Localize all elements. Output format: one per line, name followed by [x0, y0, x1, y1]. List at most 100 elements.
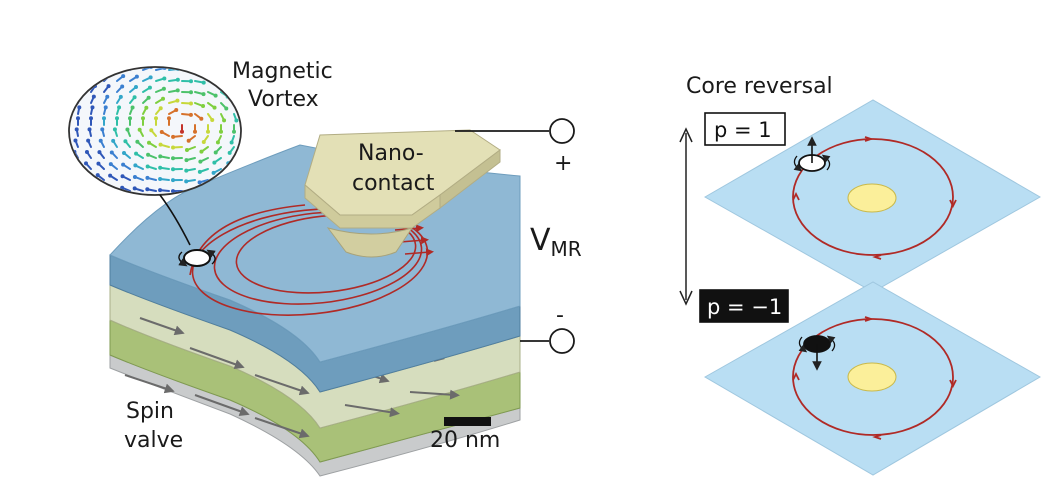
inset-spin-arrowhead — [214, 70, 219, 75]
inset-spin-arrowhead — [159, 129, 164, 134]
inset-spin-arrow — [72, 162, 79, 170]
inset-spin-arrowhead — [135, 139, 140, 144]
inset-spin-arrowhead — [224, 106, 229, 111]
inset-spin-arrowhead — [89, 116, 93, 121]
inset-spin-arrowhead — [82, 184, 87, 189]
vortex-core-marker — [178, 249, 216, 267]
inset-spin-arrowhead — [201, 139, 206, 144]
inset-spin-arrowhead — [141, 116, 145, 121]
label-core-reversal: Core reversal — [686, 74, 833, 99]
vortex-inset — [58, 62, 242, 246]
inset-spin-arrowhead — [60, 150, 64, 154]
inset-spin-arrowhead — [83, 172, 88, 177]
inset-spin-arrowhead — [226, 71, 231, 76]
inset-spin-arrowhead — [158, 177, 163, 182]
inset-spin-arrowhead — [146, 140, 151, 145]
inset-spin-arrow — [64, 129, 65, 136]
inset-spin-arrowhead — [70, 83, 71, 88]
inset-spin-arrowhead — [199, 149, 204, 154]
inset-spin-arrowhead — [212, 105, 217, 110]
inset-spin-arrow — [194, 69, 205, 73]
inset-spin-arrowhead — [222, 118, 227, 123]
inset-spin-arrowhead — [201, 92, 206, 97]
inset-spin-arrow — [77, 68, 85, 71]
inset-spin-arrowhead — [161, 86, 166, 91]
inset-spin-arrowhead — [70, 172, 75, 177]
inset-spin-arrowhead — [158, 188, 163, 193]
inset-spin-arrowhead — [149, 128, 154, 133]
inset-spin-arrowhead — [212, 160, 217, 165]
inset-spin-arrow — [116, 68, 125, 71]
inset-spin-arrowhead — [125, 127, 130, 132]
inset-spin-arrowhead — [171, 145, 176, 150]
inset-spin-arrowhead — [121, 162, 126, 167]
inset-spin-arrowhead — [86, 138, 91, 143]
inset-spin-arrow — [71, 173, 79, 181]
inset-spin-arrowhead — [106, 84, 111, 89]
inset-spin-arrowhead — [232, 129, 236, 134]
inset-spin-arrowhead — [120, 174, 125, 179]
inset-spin-arrowhead — [158, 106, 163, 111]
inset-spin-arrowhead — [68, 62, 72, 66]
inset-spin-arrow — [220, 80, 230, 86]
inset-spin-arrow — [70, 74, 71, 82]
inset-spin-arrowhead — [237, 95, 240, 100]
inset-spin-arrowhead — [146, 152, 151, 157]
label-vmr: VMR — [530, 223, 582, 261]
inset-spin-arrowhead — [65, 94, 69, 98]
inset-spin-arrowhead — [145, 164, 150, 169]
inset-spin-arrowhead — [120, 185, 125, 190]
inset-spin-arrowhead — [188, 101, 193, 106]
inset-spin-arrowhead — [215, 140, 220, 145]
inset-spin-arrowhead — [84, 149, 89, 154]
inset-spin-arrowhead — [229, 140, 234, 145]
inset-spin-arrowhead — [199, 116, 204, 121]
inset-spin-arrowhead — [63, 116, 67, 120]
inset-spin-arrowhead — [79, 83, 84, 88]
inset-spin-arrow — [83, 185, 92, 192]
inset-spin-arrowhead — [146, 95, 151, 100]
inset-spin-arrowhead — [98, 138, 103, 143]
inset-spin-arrowhead — [93, 73, 98, 78]
inset-spin-arrowhead — [123, 139, 128, 144]
p-minus-box — [699, 289, 789, 323]
label-nano: Nano- — [358, 141, 424, 166]
inset-spin-arrow — [77, 74, 84, 82]
inset-spin-arrowhead — [197, 180, 202, 185]
inset-spin-arrowhead — [122, 64, 126, 68]
inset-spin-arrowhead — [158, 154, 163, 159]
inset-spin-arrowhead — [58, 172, 62, 176]
inset-spin-arrow — [103, 68, 112, 71]
inset-spin-arrowhead — [193, 129, 197, 134]
inset-spin-arrowhead — [70, 183, 75, 188]
inset-spin-arrowhead — [167, 116, 171, 121]
inset-spin-arrow — [65, 86, 68, 92]
inset-spin-arrowhead — [120, 84, 125, 89]
inset-spin-arrowhead — [175, 88, 180, 93]
inset-spin-arrow — [142, 68, 153, 71]
inset-spin-arrowhead — [73, 138, 78, 143]
spin-valve-stack — [109, 118, 575, 477]
inset-spin-arrowhead — [132, 174, 137, 179]
inset-spin-arrowhead — [158, 142, 163, 147]
inset-spin-arrowhead — [62, 127, 66, 131]
inset-spin-arrowhead — [121, 74, 126, 79]
inset-spin-arrowhead — [64, 105, 68, 109]
inset-spin-arrowhead — [59, 161, 63, 165]
inset-spin-arrowhead — [145, 175, 150, 180]
inset-spin-arrow — [59, 186, 65, 191]
inset-spin-arrowhead — [213, 150, 218, 155]
inset-spin-arrowhead — [128, 116, 132, 121]
inset-spin-arrowhead — [97, 150, 102, 155]
inset-spin-arrowhead — [74, 127, 79, 132]
inset-spin-arrowhead — [171, 178, 176, 183]
inset-spin-arrowhead — [148, 75, 153, 80]
inset-spin-arrowhead — [158, 165, 163, 170]
label-p-plus: p = 1 — [714, 118, 772, 142]
label-vortex: Vortex — [248, 87, 319, 112]
inset-spin-arrowhead — [206, 129, 210, 134]
inset-spin-arrowhead — [102, 116, 106, 121]
p-plus-box — [704, 112, 786, 146]
inset-spin-arrow — [84, 173, 92, 181]
